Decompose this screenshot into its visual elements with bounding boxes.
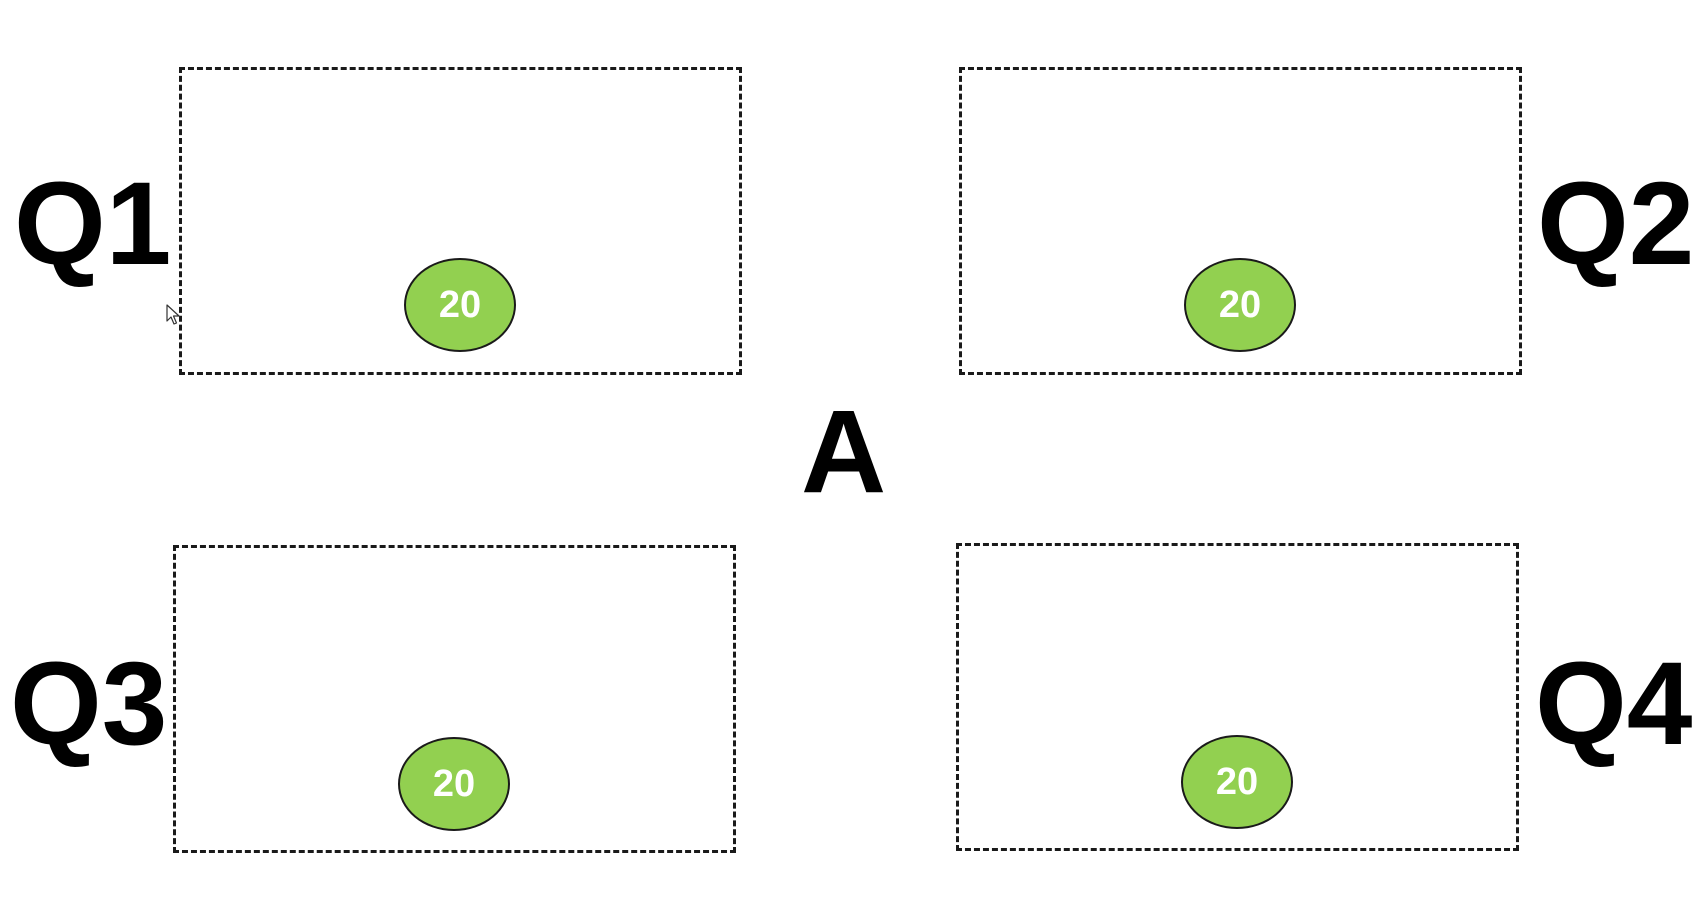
- count-badge-q2[interactable]: 20: [1184, 258, 1296, 352]
- quadrant-label-q3: Q3: [10, 638, 168, 770]
- quadrant-box-q1[interactable]: [179, 67, 742, 375]
- quadrant-box-q4[interactable]: [956, 543, 1519, 851]
- quadrant-label-q2: Q2: [1537, 158, 1695, 290]
- count-badge-q1[interactable]: 20: [404, 258, 516, 352]
- count-badge-q4[interactable]: 20: [1181, 735, 1293, 829]
- mouse-pointer-icon: [166, 304, 180, 325]
- quadrant-box-q2[interactable]: [959, 67, 1522, 375]
- quadrant-label-q4: Q4: [1535, 638, 1693, 770]
- center-label: A: [801, 386, 887, 518]
- quadrant-box-q3[interactable]: [173, 545, 736, 853]
- count-badge-q3[interactable]: 20: [398, 737, 510, 831]
- quadrant-label-q1: Q1: [14, 158, 172, 290]
